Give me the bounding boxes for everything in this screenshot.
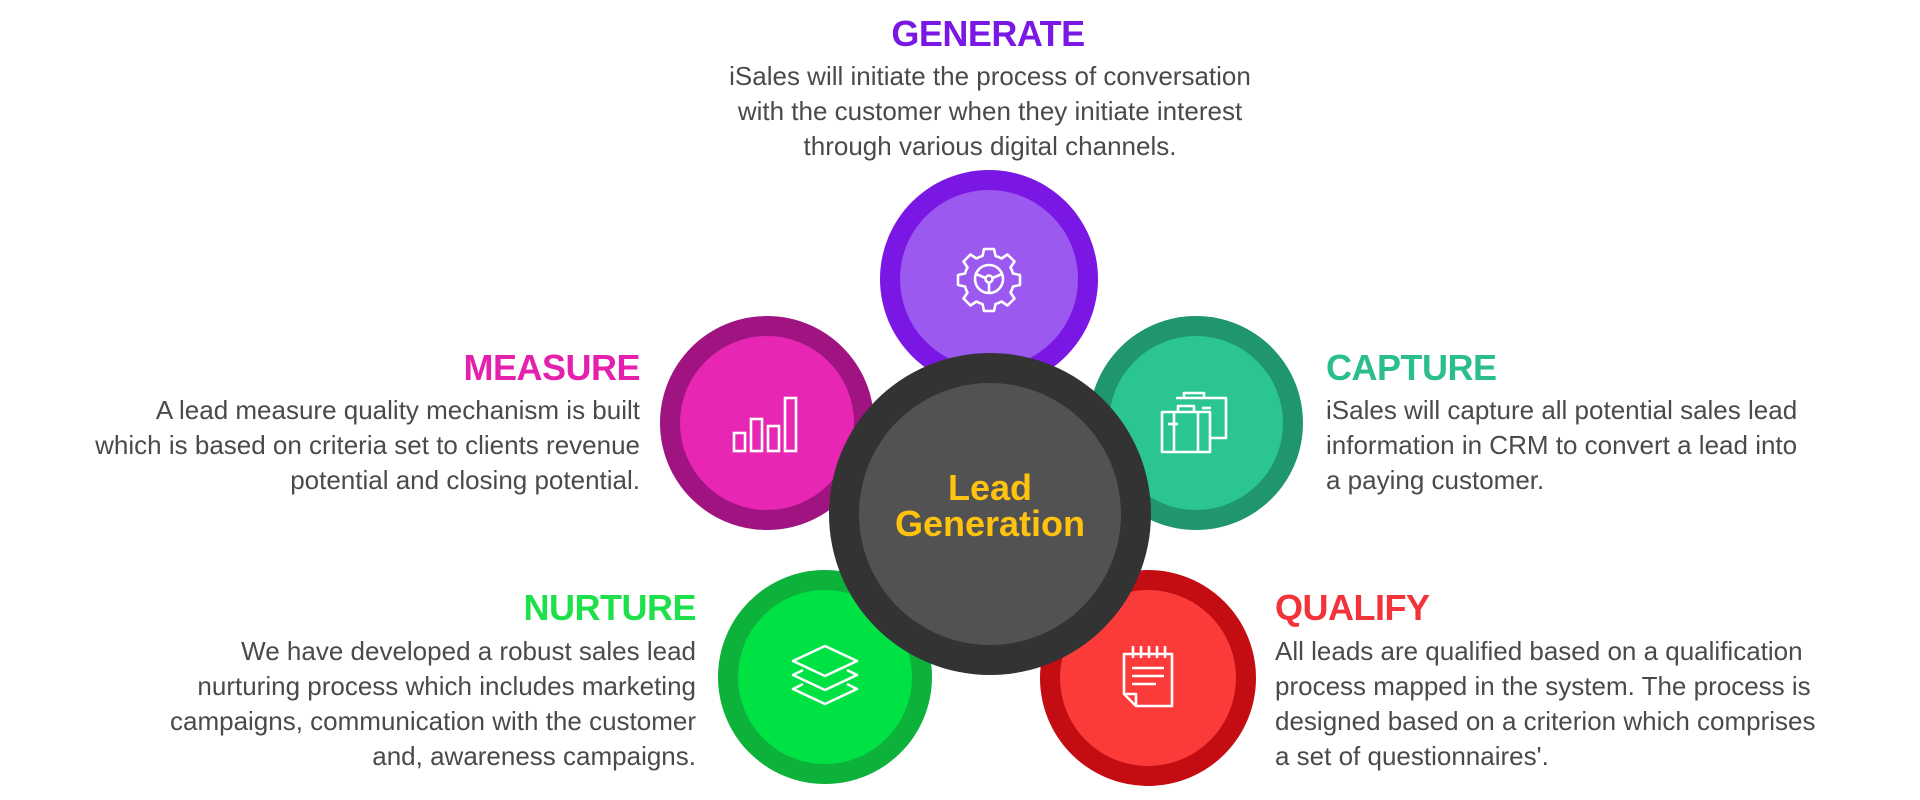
measure-desc-line: potential and closing potential. xyxy=(290,465,640,495)
briefcase-icon xyxy=(1156,388,1236,460)
steering-gear-icon xyxy=(953,243,1025,315)
nurture-desc-line: campaigns, communication with the custom… xyxy=(169,706,696,736)
capture-desc-line: information in CRM to convert a lead int… xyxy=(1326,430,1798,460)
qualify-title: QUALIFY xyxy=(1275,587,1430,628)
notepad-icon xyxy=(1116,642,1180,714)
measure-circle xyxy=(660,316,874,530)
center-label-line2: Generation xyxy=(894,503,1086,544)
capture-desc-line: iSales will capture all potential sales … xyxy=(1326,395,1798,425)
generate-desc-line: through various digital channels. xyxy=(803,131,1177,161)
capture-title: CAPTURE xyxy=(1326,347,1497,388)
nurture-desc-line: and, awareness campaigns. xyxy=(372,741,696,771)
measure-desc-line: which is based on criteria set to client… xyxy=(95,430,640,460)
center-circle-inner xyxy=(859,383,1121,645)
generate-circle xyxy=(880,170,1098,388)
capture-description: iSales will capture all potential sales … xyxy=(1326,393,1906,498)
qualify-desc-line: a set of questionnaires'. xyxy=(1275,741,1549,771)
nurture-desc-line: nurturing process which includes marketi… xyxy=(197,671,696,701)
qualify-desc-line: designed based on a criterion which comp… xyxy=(1275,706,1816,736)
center-label-line1: Lead xyxy=(947,467,1033,508)
generate-description: iSales will initiate the process of conv… xyxy=(640,59,1340,164)
nurture-desc-line: We have developed a robust sales lead xyxy=(241,636,696,666)
generate-title: GENERATE xyxy=(891,13,1085,54)
nurture-circle xyxy=(718,570,932,784)
qualify-description: All leads are qualified based on a quali… xyxy=(1275,634,1915,774)
layers-icon xyxy=(785,640,865,710)
generate-circle-inner xyxy=(900,190,1078,368)
generate-desc-line: with the customer when they initiate int… xyxy=(737,96,1243,126)
measure-description: A lead measure quality mechanism is buil… xyxy=(20,393,640,498)
center-label: Lead Generation xyxy=(860,470,1120,542)
generate-desc-line: iSales will initiate the process of conv… xyxy=(729,61,1251,91)
qualify-desc-line: All leads are qualified based on a quali… xyxy=(1275,636,1803,666)
capture-desc-line: a paying customer. xyxy=(1326,465,1545,495)
measure-circle-inner xyxy=(680,336,854,510)
qualify-desc-line: process mapped in the system. The proces… xyxy=(1275,671,1811,701)
measure-title: MEASURE xyxy=(463,347,640,388)
bar-chart-icon xyxy=(729,393,805,455)
nurture-description: We have developed a robust sales lead nu… xyxy=(56,634,696,774)
center-circle xyxy=(829,353,1151,675)
nurture-title: NURTURE xyxy=(523,587,697,628)
measure-desc-line: A lead measure quality mechanism is buil… xyxy=(155,395,640,425)
